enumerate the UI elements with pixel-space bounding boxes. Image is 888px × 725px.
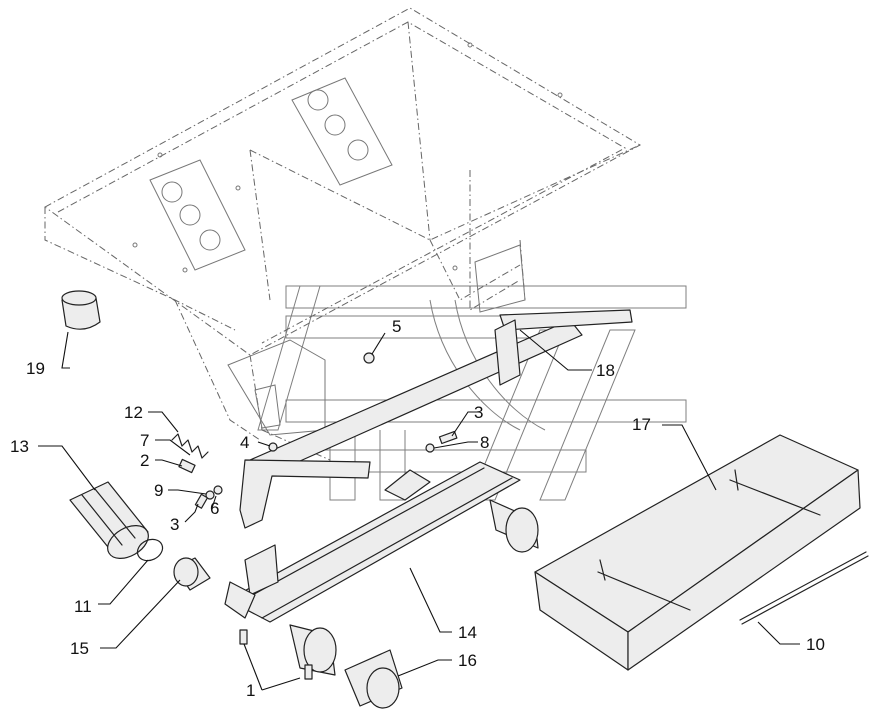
callout-1: 1 <box>246 681 255 700</box>
callout-4: 4 <box>240 433 249 452</box>
part-10-rod <box>739 551 869 625</box>
plate-left <box>149 159 246 271</box>
part-18-lever-bar <box>249 309 633 479</box>
part-17-tray <box>534 434 861 671</box>
plate-right <box>291 77 393 186</box>
callout-8: 8 <box>480 433 489 452</box>
callout-3-left: 3 <box>170 515 179 534</box>
callout-7: 7 <box>140 431 149 450</box>
callout-10: 10 <box>806 635 825 654</box>
callout-9: 9 <box>154 481 163 500</box>
part-13-sleeve <box>69 481 149 559</box>
callout-labels: 19 5 18 12 13 7 2 4 3 8 9 3 6 17 11 15 1… <box>10 317 825 700</box>
callout-14: 14 <box>458 623 477 642</box>
part-15-bushing <box>173 557 211 591</box>
part-11-ring <box>136 538 164 562</box>
part-19-bushing <box>61 290 101 330</box>
callout-18: 18 <box>596 361 615 380</box>
callout-5: 5 <box>392 317 401 336</box>
part-12-spring <box>171 433 209 459</box>
callout-19: 19 <box>26 359 45 378</box>
callout-15: 15 <box>70 639 89 658</box>
hopper-frame <box>44 7 642 461</box>
callout-12: 12 <box>124 403 143 422</box>
leader-lines <box>38 329 800 691</box>
part-16-sleeve <box>344 649 403 709</box>
callout-17: 17 <box>632 415 651 434</box>
callout-16: 16 <box>458 651 477 670</box>
lever-plate <box>239 459 371 529</box>
callout-6: 6 <box>210 499 219 518</box>
callout-3-right: 3 <box>474 403 483 422</box>
part-14-trough <box>224 461 539 676</box>
callout-11: 11 <box>74 597 92 616</box>
callout-2: 2 <box>140 451 149 470</box>
callout-13: 13 <box>10 437 29 456</box>
